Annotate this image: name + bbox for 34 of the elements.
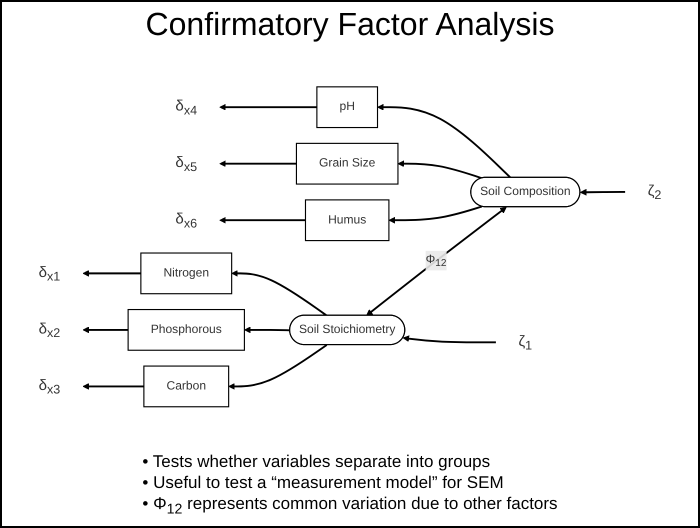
arrow bbox=[398, 160, 482, 180]
bullet-note: • Φ$_{12}$ represents common variation due to other factors bbox=[142, 494, 558, 517]
arrow bbox=[580, 188, 626, 196]
node-box: Carbon bbox=[143, 366, 230, 408]
node-text: ζ$_{2}$ bbox=[648, 182, 662, 202]
arrow bbox=[231, 270, 328, 316]
node-text: δ$_{x6}$ bbox=[175, 210, 198, 230]
node-box: Grain Size bbox=[296, 142, 399, 185]
node-text: δ$_{x5}$ bbox=[175, 154, 198, 174]
arrow bbox=[219, 216, 306, 224]
node-box: pH bbox=[316, 86, 378, 128]
arrow bbox=[366, 206, 507, 316]
node-text: δ$_{x1}$ bbox=[38, 264, 60, 284]
bullet-note: • Tests whether variables separate into groups bbox=[142, 452, 492, 472]
node-box: Nitrogen bbox=[140, 252, 232, 294]
arrow bbox=[388, 206, 482, 224]
title: Confirmatory Factor Analysis bbox=[145, 6, 554, 43]
bullet-note: • Useful to test a “measurement model” for SEM bbox=[142, 472, 505, 493]
arrow bbox=[82, 270, 141, 277]
node-box: Humus bbox=[304, 199, 390, 242]
arrow bbox=[402, 335, 496, 344]
arrow bbox=[228, 344, 328, 390]
edge-label: Φ$_{12}$ bbox=[426, 253, 446, 268]
node-text: δ$_{x3}$ bbox=[38, 376, 60, 397]
arrow bbox=[244, 326, 290, 334]
node-box: Phosphorous bbox=[128, 308, 245, 351]
arrow bbox=[377, 104, 512, 178]
arrow bbox=[219, 104, 317, 110]
node-text: δ$_{x4}$ bbox=[175, 98, 198, 118]
arrow bbox=[82, 326, 128, 334]
node-text: ζ$_{1}$ bbox=[518, 332, 532, 353]
arrow bbox=[82, 383, 144, 390]
node-text: δ$_{x2}$ bbox=[38, 320, 60, 340]
arrow bbox=[219, 160, 296, 168]
